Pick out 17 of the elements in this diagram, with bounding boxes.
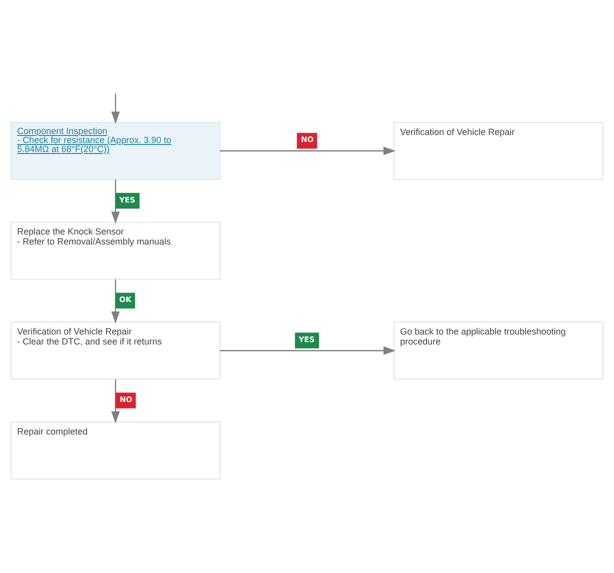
node-box: Replace the Knock Sensor - Refer to Removal/Assembly manuals bbox=[10, 222, 220, 280]
node-box: Go back to the applicable troubleshooting procedure bbox=[394, 322, 604, 380]
arrow bbox=[111, 94, 120, 124]
edge-label: YES bbox=[119, 195, 136, 204]
node-box: Verification of Vehicle Repair bbox=[394, 122, 604, 180]
arrow bbox=[220, 346, 396, 355]
arrow bbox=[111, 279, 120, 324]
node-box: Component Inspection - Check for resistance (Approx. 3.90 to 5.84MΩ at 68°F(20°C)) bbox=[10, 122, 220, 180]
arrow bbox=[111, 180, 120, 224]
node-box: Repair completed bbox=[10, 422, 220, 480]
node-box: Verification of Vehicle Repair - Clear the DTC, and see if it returns bbox=[10, 322, 220, 380]
edge-label: YES bbox=[298, 334, 315, 344]
edge-label: NO bbox=[300, 135, 314, 144]
arrow bbox=[111, 379, 120, 424]
edge-label: NO bbox=[120, 395, 132, 404]
arrow bbox=[220, 146, 396, 156]
edge-label: OK bbox=[119, 295, 132, 304]
